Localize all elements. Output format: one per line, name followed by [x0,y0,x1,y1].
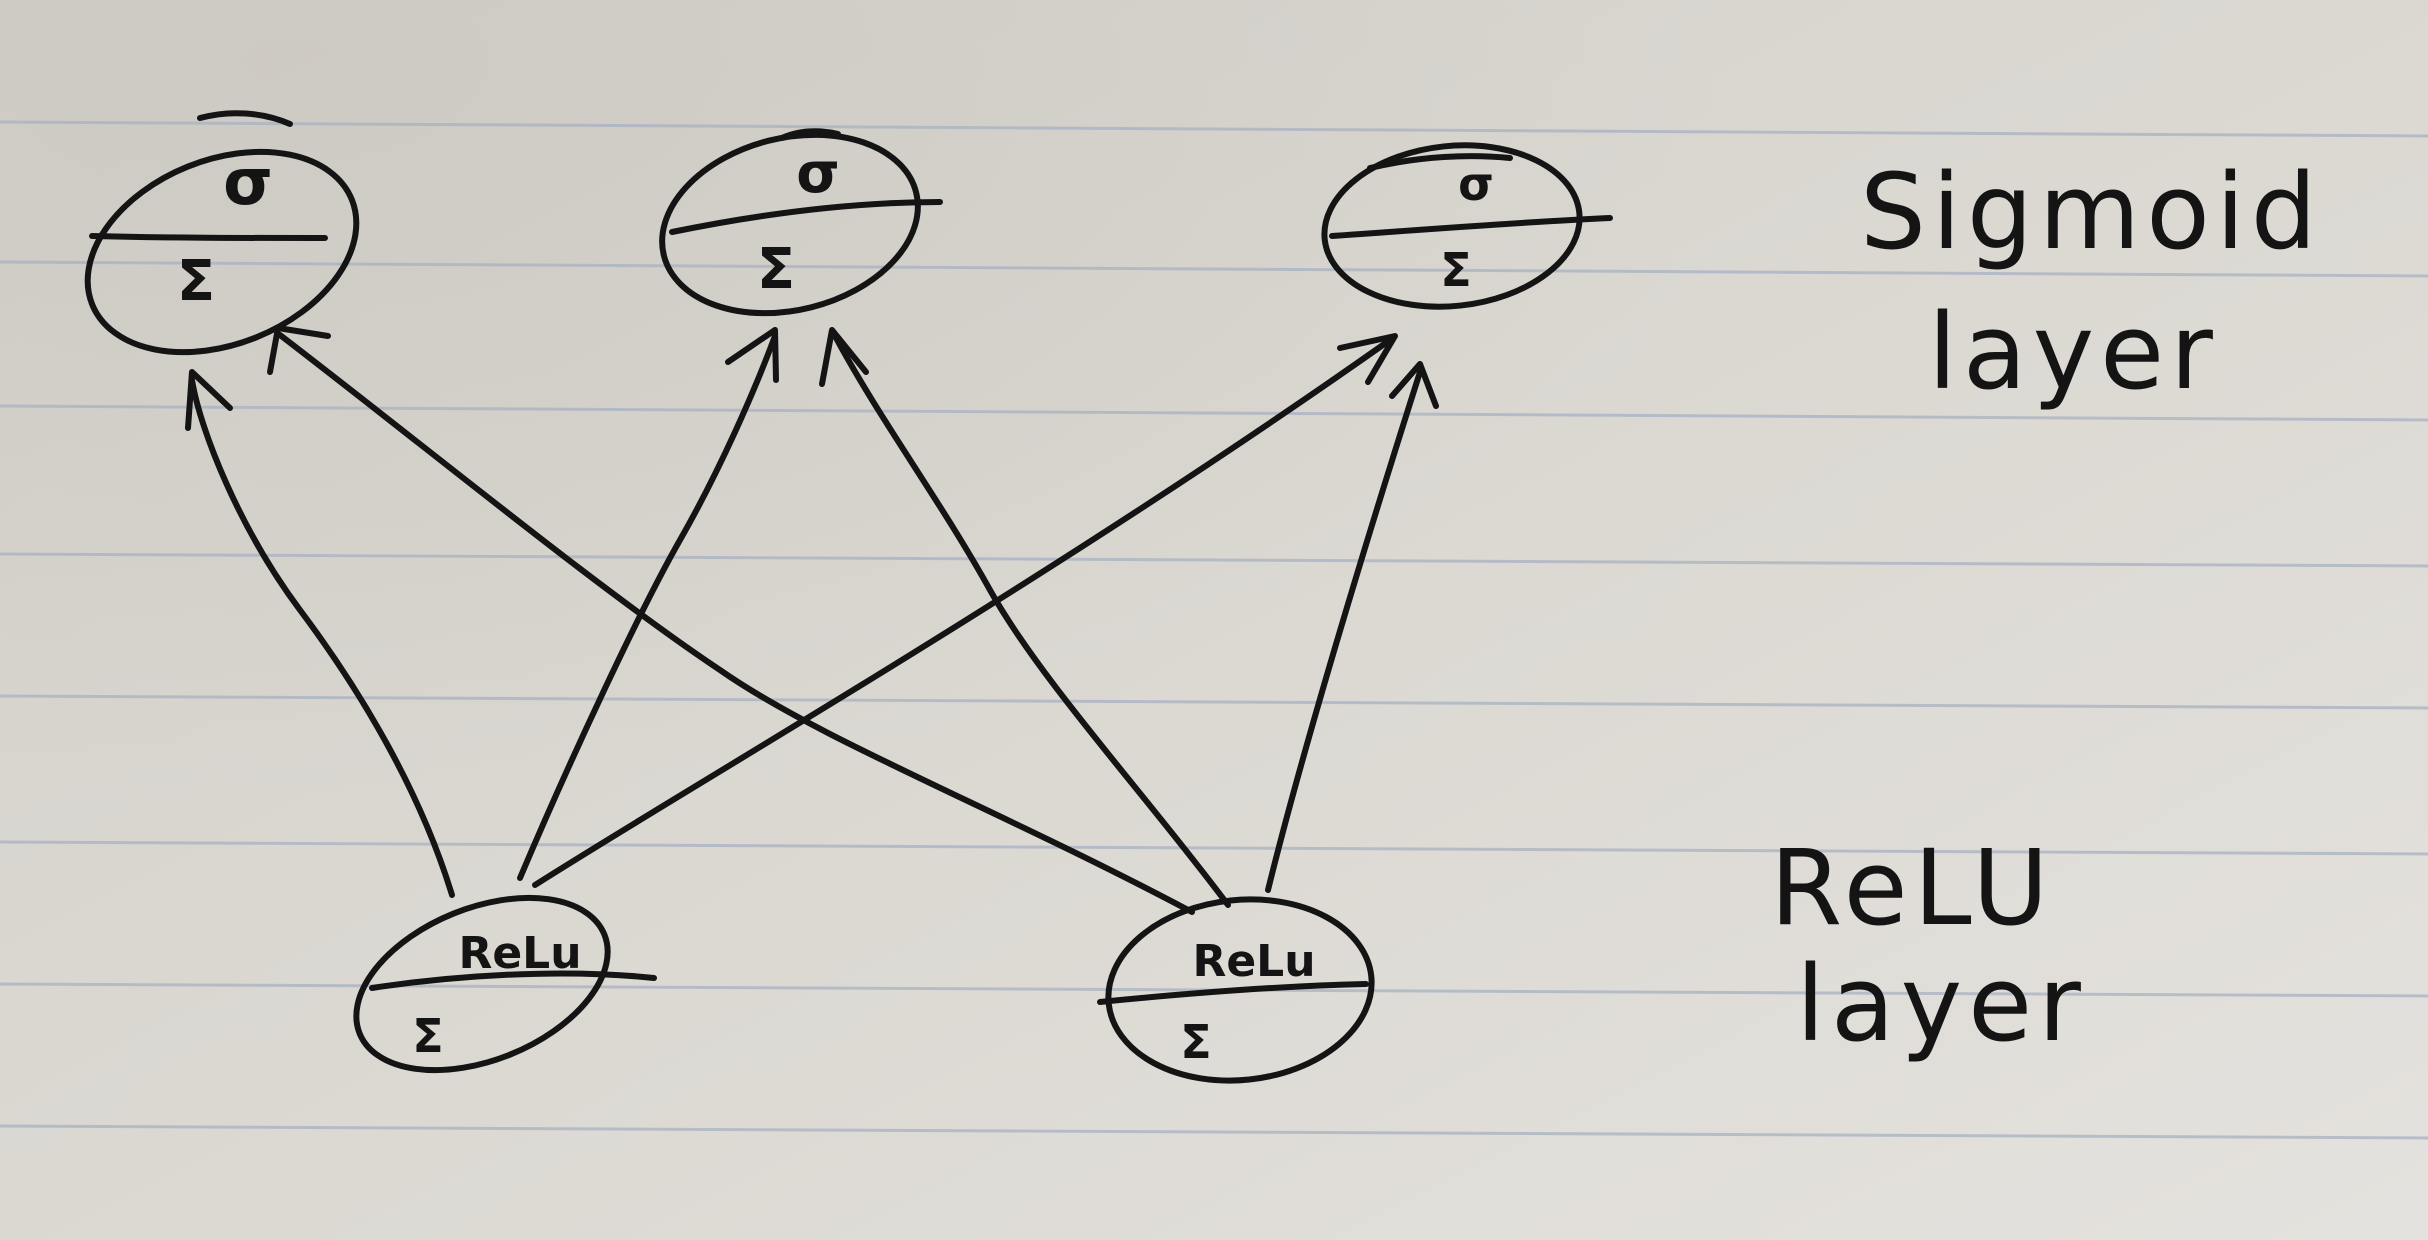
sigmoid-node-2: σ Σ [659,128,943,317]
node-outline [1321,142,1583,310]
node-divider [1329,215,1613,239]
node-divider [369,970,657,991]
sum-symbol: Σ [412,1009,443,1063]
ruled-line [0,552,2428,568]
arrowhead-icon [819,327,869,387]
arrow-relu1-sigmoid2 [517,333,778,881]
sigmoid-node-3: σ Σ [1321,142,1613,310]
arrowhead-icon [725,327,779,383]
node-divider [1097,981,1369,1005]
node-outline [84,148,360,356]
node-overline [197,110,293,127]
node-overline [779,128,841,141]
ruled-line [0,404,2428,422]
arrow-relu1-sigmoid3 [532,337,1393,888]
sigmoid-activation-symbol: σ [1458,157,1494,211]
node-outline [353,894,611,1074]
relu-activation-label: ReLu [1192,936,1315,987]
relu-node-2: ReLu Σ [1097,896,1375,1084]
ruled-line [0,1124,2428,1140]
ruled-line [0,694,2428,710]
relu-activation-label: ReLu [458,928,581,979]
sigmoid-activation-symbol: σ [223,146,273,220]
sigmoid-layer-label-line2: layer [1928,291,2219,413]
arrow-relu2-sigmoid3 [1265,369,1423,893]
sum-symbol: Σ [1440,243,1471,297]
ruled-line [0,260,2428,278]
node-overline [1367,153,1513,171]
node-outline [659,131,921,317]
node-divider [89,233,328,241]
relu-layer-label-line2: layer [1796,943,2087,1065]
sigmoid-layer-label: Sigmoid [1860,151,2323,273]
sigmoid-node-1: σ Σ [84,110,360,356]
ruled-line [0,840,2428,856]
sigmoid-activation-symbol: σ [796,141,840,206]
arrowhead-icon [185,369,233,431]
arrow-relu1-sigmoid1 [189,377,455,898]
arrow-relu2-sigmoid2 [832,333,1231,908]
ruled-line [0,120,2428,138]
relu-node-1: ReLu Σ [353,894,657,1074]
sum-symbol: Σ [1180,1015,1211,1069]
arrowhead-icon [1389,361,1439,409]
sum-symbol: Σ [757,237,795,302]
connections [185,325,1439,915]
arrow-relu2-sigmoid1 [277,332,1195,915]
arrowhead-icon [1337,333,1398,385]
node-divider [669,199,943,235]
relu-layer-label: ReLU [1770,827,2054,949]
sum-symbol: Σ [177,249,215,314]
